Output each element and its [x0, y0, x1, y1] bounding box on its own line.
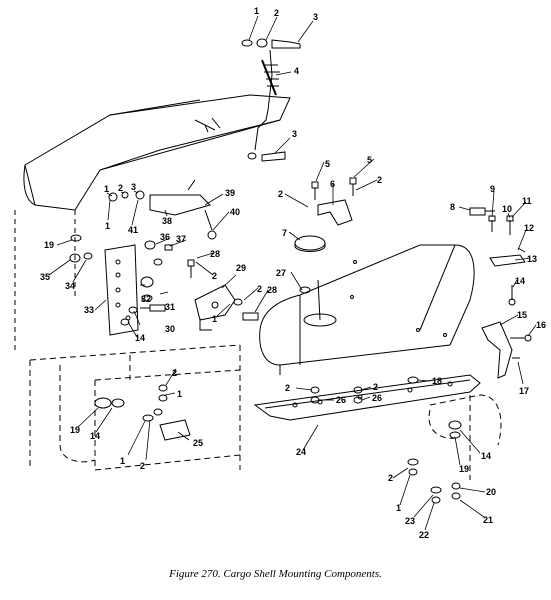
callout-2: 2 — [285, 383, 290, 393]
hinge-bracket — [194, 284, 236, 331]
callout-9: 9 — [490, 184, 495, 194]
top-bracket — [317, 199, 353, 226]
callout-2: 2 — [118, 183, 123, 193]
lower-right-fasteners — [407, 376, 462, 504]
callout-27: 27 — [276, 268, 286, 278]
callout-26: 26 — [372, 393, 382, 403]
callout-4: 4 — [294, 66, 299, 76]
callout-25: 25 — [193, 438, 203, 448]
callout-1: 1 — [396, 503, 401, 513]
latch-assembly — [149, 179, 217, 240]
callout-24: 24 — [296, 447, 306, 457]
callout-29: 29 — [236, 263, 246, 273]
callout-28: 28 — [210, 249, 220, 259]
callout-1: 1 — [105, 221, 110, 231]
left-hardware — [69, 190, 363, 404]
callout-30: 30 — [165, 324, 175, 334]
callout-14: 14 — [90, 431, 100, 441]
shell-mounting-plate — [253, 374, 481, 421]
callout-19: 19 — [459, 464, 469, 474]
callout-5: 5 — [367, 155, 372, 165]
callout-32: 32 — [141, 294, 151, 304]
callout-28: 28 — [267, 285, 277, 295]
lock-cable — [241, 38, 301, 162]
callout-41: 41 — [128, 225, 138, 235]
callout-26: 26 — [336, 395, 346, 405]
callout-23: 23 — [405, 516, 415, 526]
callout-19: 19 — [70, 425, 80, 435]
callout-38: 38 — [162, 216, 172, 226]
left-cargo-shell — [14, 94, 291, 350]
top-bolts — [311, 177, 357, 200]
callout-33: 33 — [84, 305, 94, 315]
callout-numbers: 1 2 3 4 3 1 2 3 1 41 38 39 40 19 35 34 3… — [40, 6, 546, 540]
callout-6: 6 — [330, 179, 335, 189]
callout-17: 17 — [519, 386, 529, 396]
right-body-frame — [428, 394, 502, 480]
callout-18: 18 — [432, 376, 442, 386]
callout-19: 19 — [44, 240, 54, 250]
callout-11: 11 — [522, 196, 532, 206]
callout-3: 3 — [313, 12, 318, 22]
callout-2: 2 — [278, 189, 283, 199]
callout-1: 1 — [120, 456, 125, 466]
callout-2: 2 — [373, 382, 378, 392]
callout-2: 2 — [140, 461, 145, 471]
callout-37: 37 — [176, 234, 186, 244]
callout-5: 5 — [325, 159, 330, 169]
right-hardware — [469, 207, 526, 306]
callout-14: 14 — [515, 276, 525, 286]
callout-13: 13 — [527, 254, 537, 264]
callout-35: 35 — [40, 272, 50, 282]
callout-1: 1 — [212, 314, 217, 324]
left-body-frame — [29, 344, 241, 471]
callout-7: 7 — [282, 228, 287, 238]
callout-1: 1 — [104, 184, 109, 194]
callout-21: 21 — [483, 515, 493, 525]
callout-22: 22 — [419, 530, 429, 540]
callout-1: 1 — [254, 6, 259, 16]
callout-36: 36 — [160, 232, 170, 242]
callout-10: 10 — [502, 204, 512, 214]
callout-14: 14 — [481, 451, 491, 461]
callout-2: 2 — [257, 284, 262, 294]
callout-1: 1 — [177, 389, 182, 399]
figure-caption: Figure 270. Cargo Shell Mounting Compone… — [169, 568, 382, 580]
callout-2: 2 — [377, 175, 382, 185]
callout-15: 15 — [517, 310, 527, 320]
callout-2: 2 — [274, 8, 279, 18]
leader-lines — [48, 15, 537, 531]
callout-2: 2 — [172, 368, 177, 378]
callout-14: 14 — [135, 333, 145, 343]
callout-40: 40 — [230, 207, 240, 217]
right-cargo-shell — [259, 244, 475, 375]
callout-3: 3 — [131, 182, 136, 192]
callout-34: 34 — [65, 281, 75, 291]
fuel-cap-lid — [294, 235, 326, 252]
callout-2: 2 — [212, 271, 217, 281]
callout-31: 31 — [165, 302, 175, 312]
callout-2: 2 — [388, 473, 393, 483]
callout-12: 12 — [524, 223, 534, 233]
right-bracket — [481, 321, 532, 379]
callout-16: 16 — [536, 320, 546, 330]
callout-20: 20 — [486, 487, 496, 497]
callout-3: 3 — [292, 129, 297, 139]
callout-8: 8 — [450, 202, 455, 212]
callout-39: 39 — [225, 188, 235, 198]
